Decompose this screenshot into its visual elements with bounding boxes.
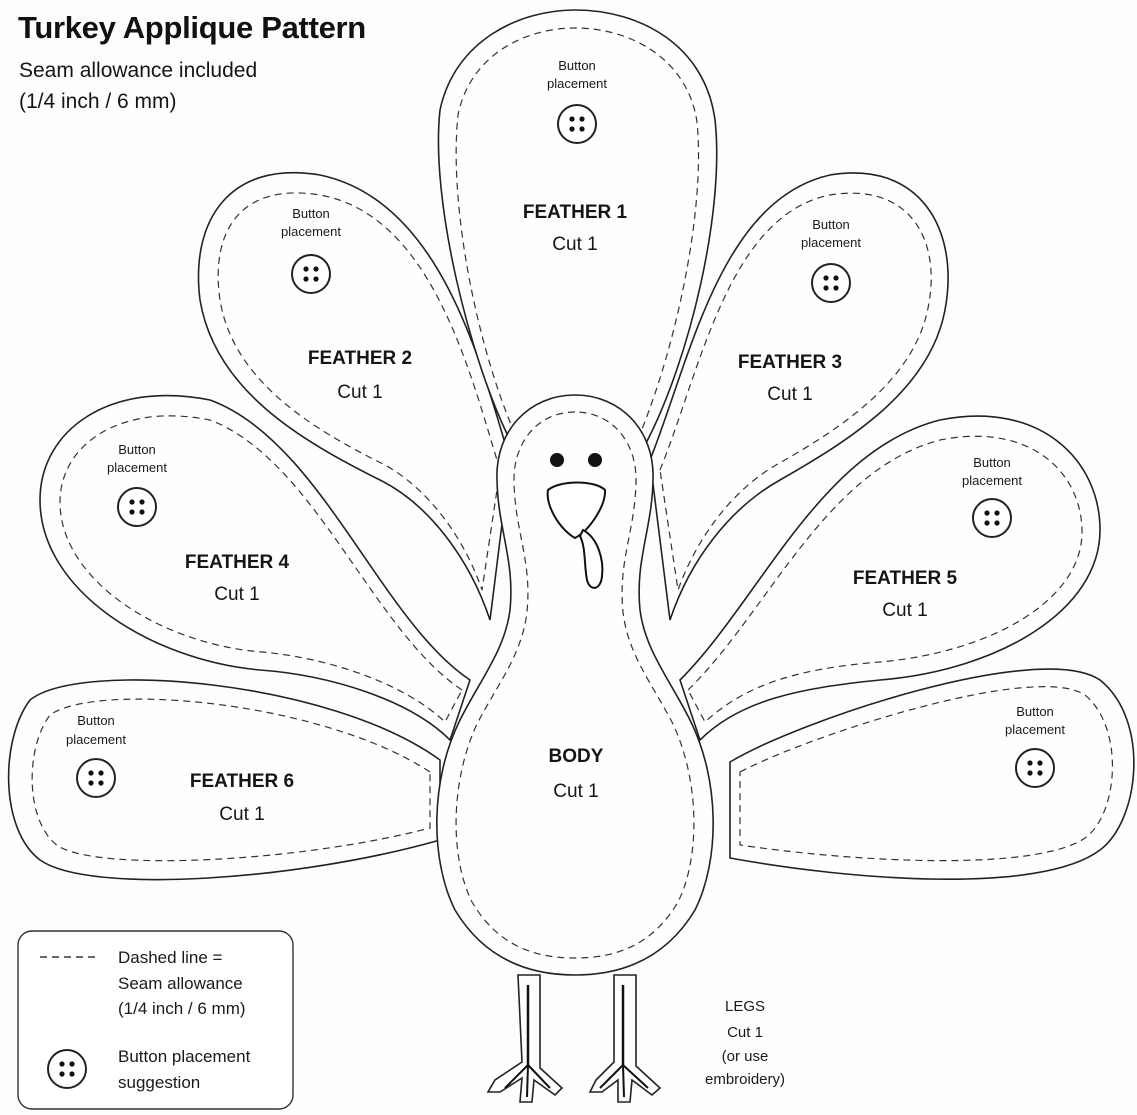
button-label-f2-line1: Button [292, 206, 330, 221]
feather-5-piece [729, 668, 1135, 880]
feather-6-cut: Cut 1 [219, 804, 264, 825]
feather-3-piece [649, 172, 949, 621]
subtitle-line-2: (1/4 inch / 6 mm) [19, 90, 177, 113]
wattle-icon [578, 528, 604, 589]
button-label-fr-line2: placement [1005, 722, 1065, 737]
button-label-fr-line1: Button [1016, 704, 1054, 719]
button-feather-4 [117, 487, 157, 527]
legs-piece [486, 974, 662, 1103]
body-piece [436, 394, 714, 976]
legs-label-line1: LEGS [725, 998, 765, 1015]
button-label-f2-line2: placement [281, 224, 341, 239]
button-label-f6-line2: placement [66, 732, 126, 747]
feather-2-name: FEATHER 2 [308, 348, 412, 369]
legend-seam-line1: Dashed line = [118, 948, 223, 967]
button-label-f3-line1: Button [812, 217, 850, 232]
body-name: BODY [549, 746, 604, 767]
beak-icon [546, 481, 607, 540]
pattern-title: Turkey Applique Pattern [18, 10, 366, 45]
legend-button-icon [47, 1049, 87, 1089]
feather-3-cut: Cut 1 [767, 384, 812, 405]
button-feather-1 [557, 104, 597, 144]
feather-5-cut: Cut 1 [882, 600, 927, 621]
button-label-f4-line2: placement [107, 460, 167, 475]
legs-label-line3: (or use [722, 1048, 769, 1065]
button-label-f1-line1: Button [558, 58, 596, 73]
button-feather-6 [76, 758, 116, 798]
feather-3-name: FEATHER 3 [738, 352, 842, 373]
feather-2-cut: Cut 1 [337, 382, 382, 403]
feather-4-cut: Cut 1 [214, 584, 259, 605]
button-label-f5-line2: placement [962, 473, 1022, 488]
feather-4-name: FEATHER 4 [185, 552, 290, 573]
button-feather-right-lower [1015, 748, 1055, 788]
legend-button-line1: Button placement [118, 1047, 251, 1066]
legs-label-line2: Cut 1 [727, 1024, 763, 1041]
button-label-f5-line1: Button [973, 455, 1011, 470]
button-feather-3 [811, 263, 851, 303]
button-feather-2 [291, 254, 331, 294]
legend-seam-line3: (1/4 inch / 6 mm) [118, 999, 246, 1018]
body-cut: Cut 1 [553, 781, 598, 802]
button-label-f1-line2: placement [547, 76, 607, 91]
legend-button-line2: suggestion [118, 1073, 200, 1092]
button-label-f4-line1: Button [118, 442, 156, 457]
left-eye-icon [550, 453, 564, 467]
feather-1-name: FEATHER 1 [523, 202, 628, 223]
feather-right-lower-piece [679, 415, 1101, 742]
legs-label-line4: embroidery) [705, 1071, 785, 1088]
button-feather-5 [972, 498, 1012, 538]
feather-4-piece [39, 394, 471, 742]
legend-box: Dashed line = Seam allowance (1/4 inch /… [17, 930, 294, 1110]
feather-5-name: FEATHER 5 [853, 568, 958, 589]
feather-2-piece [197, 171, 511, 621]
feather-1-piece [437, 9, 718, 449]
feather-1-cut: Cut 1 [552, 234, 597, 255]
right-eye-icon [588, 453, 602, 467]
feather-6-piece [7, 679, 441, 881]
feather-6-name: FEATHER 6 [190, 771, 294, 792]
button-label-f6-line1: Button [77, 713, 115, 728]
subtitle-line-1: Seam allowance included [19, 59, 258, 82]
button-label-f3-line2: placement [801, 235, 861, 250]
legend-seam-line2: Seam allowance [118, 974, 243, 993]
